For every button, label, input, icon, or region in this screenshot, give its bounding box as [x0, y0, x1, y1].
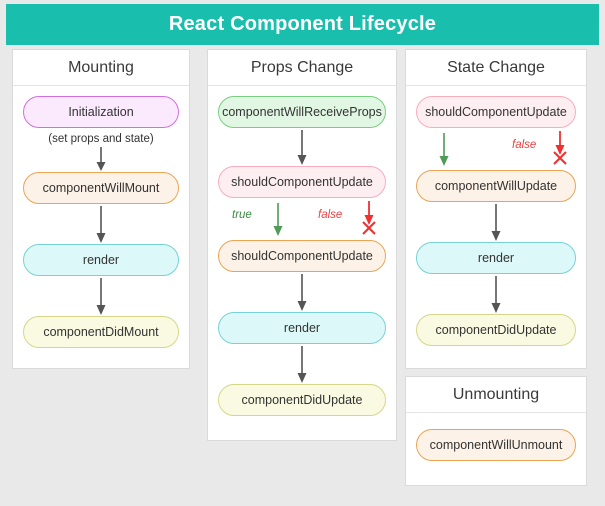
node-should-component-update[interactable]: shouldComponentUpdate	[416, 96, 576, 128]
node-should-component-update[interactable]: shouldComponentUpdate	[218, 166, 386, 198]
arrow-render-to-didupdate	[416, 274, 576, 314]
initialization-note: (set props and state)	[48, 133, 154, 145]
header-bar: React Component Lifecycle	[6, 4, 599, 45]
panel-title-props-change: Props Change	[208, 50, 396, 86]
page-title: React Component Lifecycle	[168, 13, 437, 35]
node-initialization[interactable]: Initialization	[23, 96, 179, 128]
arrow-down-icon	[297, 274, 307, 311]
branch-row-props-change: true false	[218, 198, 386, 240]
node-component-did-update[interactable]: componentDidUpdate	[218, 384, 386, 416]
branch-row-state-change: false	[416, 128, 576, 170]
arrow-willreceiveprops-to-shouldupdate	[218, 128, 386, 166]
arrow-down-icon	[96, 206, 106, 243]
arrow-down-icon	[297, 346, 307, 383]
panel-body-state-change: shouldComponentUpdate false componentWil…	[406, 86, 586, 358]
label-true: true	[232, 209, 252, 221]
node-component-will-mount[interactable]: componentWillMount	[23, 172, 179, 204]
node-component-will-receive-props[interactable]: componentWillReceiveProps	[218, 96, 386, 128]
node-component-will-unmount[interactable]: componentWillUnmount	[416, 429, 576, 461]
node-render[interactable]: render	[218, 312, 386, 344]
node-render[interactable]: render	[416, 242, 576, 274]
arrow-initialization-to-willmount	[23, 146, 179, 172]
arrow-shouldupdate2-to-render	[218, 272, 386, 312]
panel-title-unmounting: Unmounting	[406, 377, 586, 413]
panel-body-unmounting: componentWillUnmount	[406, 413, 586, 473]
panel-title-mounting: Mounting	[13, 50, 189, 86]
arrow-down-icon	[96, 147, 106, 171]
node-should-component-update-2[interactable]: shouldComponentUpdate	[218, 240, 386, 272]
node-render[interactable]: render	[23, 244, 179, 276]
label-false: false	[512, 139, 537, 151]
arrow-down-icon	[96, 278, 106, 315]
arrow-down-green-icon	[273, 203, 283, 236]
panel-body-mounting: Initialization (set props and state) com…	[13, 86, 189, 360]
panel-props-change: Props Change componentWillReceiveProps s…	[207, 49, 397, 441]
label-false: false	[318, 209, 343, 221]
arrow-willupdate-to-render	[416, 202, 576, 242]
arrow-down-icon	[297, 130, 307, 165]
node-component-will-update[interactable]: componentWillUpdate	[416, 170, 576, 202]
arrow-down-red-x-icon	[553, 131, 567, 165]
node-component-did-update[interactable]: componentDidUpdate	[416, 314, 576, 346]
arrow-down-red-x-icon	[362, 201, 376, 235]
arrow-down-green-icon	[439, 133, 449, 166]
panel-title-state-change: State Change	[406, 50, 586, 86]
panel-unmounting: Unmounting componentWillUnmount	[405, 376, 587, 486]
panel-mounting: Mounting Initialization (set props and s…	[12, 49, 190, 369]
panel-state-change: State Change shouldComponentUpdate false…	[405, 49, 587, 369]
arrow-willmount-to-render	[23, 204, 179, 244]
arrow-down-icon	[491, 276, 501, 313]
arrow-render-to-didmount	[23, 276, 179, 316]
panel-body-props-change: componentWillReceiveProps shouldComponen…	[208, 86, 396, 428]
arrow-down-icon	[491, 204, 501, 241]
arrow-render-to-didupdate	[218, 344, 386, 384]
node-component-did-mount[interactable]: componentDidMount	[23, 316, 179, 348]
